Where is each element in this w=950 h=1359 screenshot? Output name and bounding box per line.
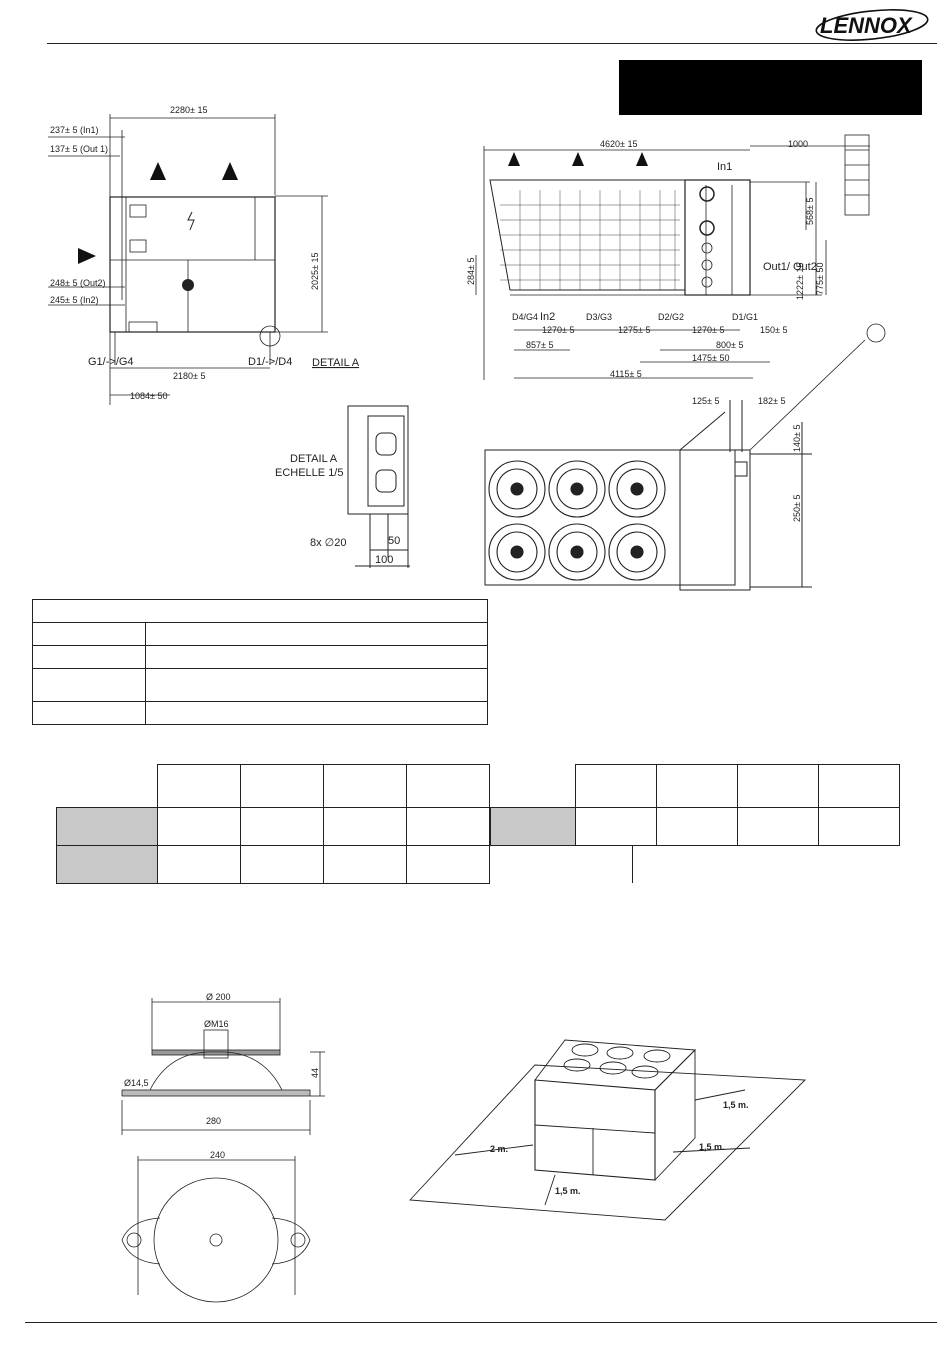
dim-150: 150± 5: [760, 325, 787, 335]
dim-w280: 280: [206, 1116, 221, 1126]
detail-a-dim-100: 100: [375, 554, 393, 566]
dim-out2: 248± 5 (Out2): [50, 278, 105, 288]
dim-height: 2025± 15: [310, 253, 320, 290]
dim-1270b: 1270± 5: [692, 325, 724, 335]
dim-h44: 44: [310, 1068, 320, 1078]
dim-out1: 137± 5 (Out 1): [50, 144, 108, 154]
header-rule: [47, 43, 937, 44]
info-table: [32, 599, 488, 725]
label-out: Out1/ Out2: [763, 261, 817, 273]
dim-182: 182± 5: [758, 396, 785, 406]
clearance-right: 1,5 m.: [699, 1142, 725, 1152]
fans: [488, 460, 666, 581]
lennox-logo: LENNOX: [812, 8, 930, 42]
label-in2: In2: [540, 311, 555, 323]
front-view-drawing: 2280± 15 237± 5 (In1) 137± 5 (Out 1) 248…: [48, 105, 360, 405]
foot-d4g4: D4/G4: [512, 312, 538, 322]
foot-d3g3: D3/G3: [586, 312, 612, 322]
dim-250: 250± 5: [792, 495, 802, 522]
grid-divider: [632, 845, 633, 883]
logo-text: LENNOX: [820, 13, 913, 38]
dim-w240: 240: [210, 1150, 225, 1160]
foot-d1g1: D1/G1: [732, 312, 758, 322]
detail-a-scale: ECHELLE 1/5: [275, 467, 343, 479]
dim-d145: Ø14,5: [124, 1078, 149, 1088]
detail-a-drawing: DETAIL A ECHELLE 1/5 8x ∅20 50 100: [275, 405, 410, 568]
dim-clearance: 1000: [788, 139, 808, 149]
data-grid-left: [56, 764, 490, 884]
dim-284: 284± 5: [466, 258, 476, 285]
foot-right-label: D1/->/D4: [248, 356, 292, 368]
dim-in2: 245± 5 (In2): [50, 295, 98, 305]
footer-rule: [25, 1322, 937, 1323]
detail-a-title: DETAIL A: [290, 453, 338, 465]
dim-125: 125± 5: [692, 396, 719, 406]
dim-dm16: ØM16: [204, 1019, 229, 1029]
title-block: [619, 60, 922, 115]
detail-a-ref: DETAIL A: [312, 357, 360, 369]
dim-width-offset: 1084± 50: [130, 391, 167, 401]
detail-a-dim-50: 50: [388, 535, 400, 547]
dim-4115: 4115± 5: [610, 369, 642, 379]
dim-568: 568± 5: [805, 198, 815, 225]
dim-d200: Ø 200: [206, 992, 231, 1002]
clearance-left: 2 m.: [490, 1144, 508, 1154]
antivibration-mount-drawing: Ø 200 ØM16 Ø14,5 44 280 240: [121, 992, 325, 1303]
foot-left-label: G1/->/G4: [88, 356, 134, 368]
dim-800: 800± 5: [716, 340, 743, 350]
label-in1: In1: [717, 161, 732, 173]
clearance-front: 1,5 m.: [555, 1186, 581, 1196]
side-view-drawing: 4620± 15 1000 In1 In2 Out1/ Out2 568± 5 …: [466, 134, 886, 451]
clearance-drawing: 2 m. 1,5 m. 1,5 m. 1,5 m.: [409, 1039, 807, 1221]
dim-1270a: 1270± 5: [542, 325, 574, 335]
detail-a-holes: 8x ∅20: [310, 537, 347, 549]
dim-width-total: 2280± 15: [170, 105, 207, 115]
foot-d2g2: D2/G2: [658, 312, 684, 322]
dim-width-feet: 2180± 5: [173, 371, 205, 381]
dim-140: 140± 5: [792, 425, 802, 452]
top-view-drawing: 125± 5 182± 5 140± 5 250± 5: [484, 396, 812, 591]
data-grid-right: [490, 764, 900, 846]
dim-1275: 1275± 5: [618, 325, 650, 335]
dim-1475: 1475± 50: [692, 353, 729, 363]
dim-length-total: 4620± 15: [600, 139, 637, 149]
dim-1222: 1222± 15: [795, 263, 805, 300]
dim-775: 775± 50: [815, 263, 825, 295]
clearance-right-back: 1,5 m.: [723, 1100, 749, 1110]
dim-in1: 237± 5 (In1): [50, 125, 98, 135]
dim-857: 857± 5: [526, 340, 553, 350]
